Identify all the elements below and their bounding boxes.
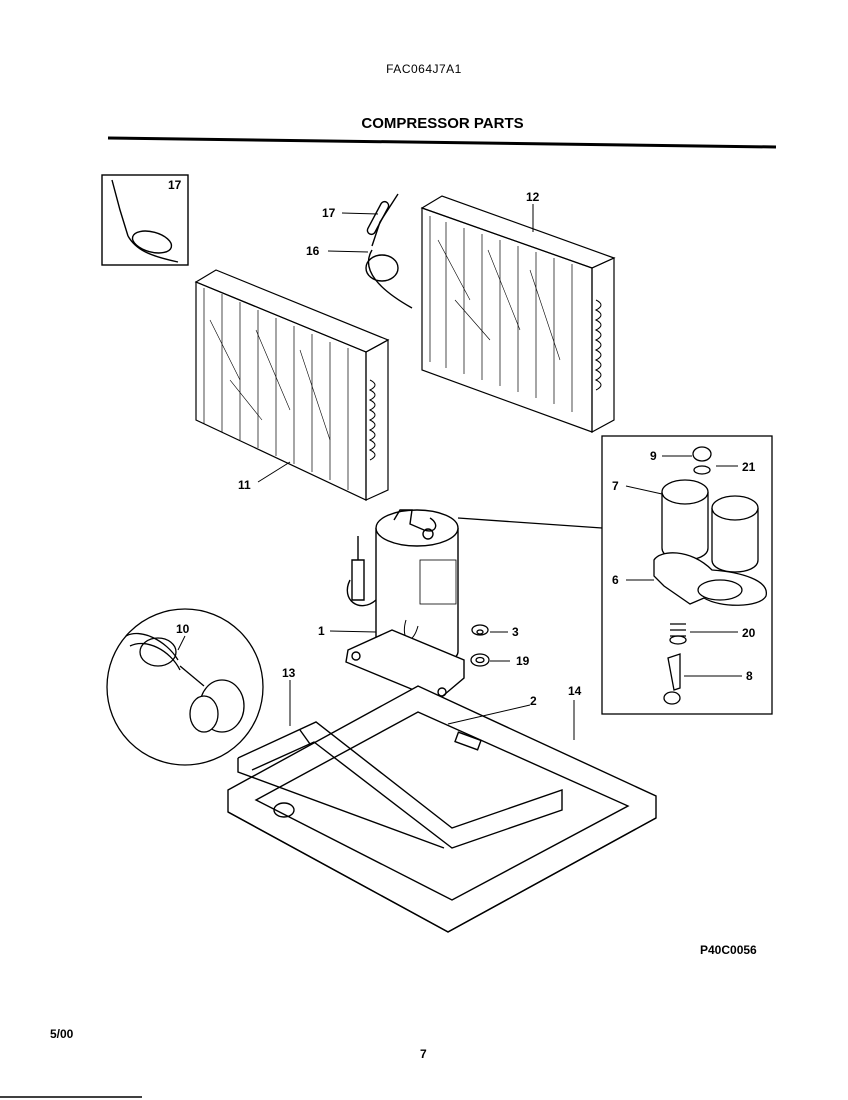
callout-7: 7 [612,479,619,493]
capillary-tube [365,193,413,309]
revision-date: 5/00 [50,1027,74,1041]
callout-12: 12 [526,190,540,204]
callout-21: 21 [742,460,756,474]
callout-1: 1 [318,624,325,638]
callout-3: 3 [512,625,519,639]
page-number: 7 [420,1047,427,1061]
callout-10: 10 [176,622,190,636]
condenser-coil [194,269,390,501]
evaporator-coil [420,195,616,434]
base-pan [227,685,657,933]
callout-9: 9 [650,449,657,463]
callout-20: 20 [742,626,756,640]
header-rule [107,136,777,149]
leader-lines [177,204,742,740]
callout-19: 19 [516,654,530,668]
overload-inset [106,608,264,766]
callout-17: 17 [322,206,336,220]
callout-6: 6 [612,573,619,587]
capillary-tube-inset [101,174,189,266]
callout-2: 2 [530,694,537,708]
model-number: FAC064J7A1 [386,62,462,76]
callout-8: 8 [746,669,753,683]
support-bracket [237,721,563,849]
callout-13: 13 [282,666,296,680]
callout-17-inset: 17 [168,178,182,192]
callout-14: 14 [568,684,582,698]
callout-11: 11 [238,478,251,492]
section-title: COMPRESSOR PARTS [361,115,524,132]
callout-16: 16 [306,244,320,258]
compressor [345,509,465,701]
overload-detail-box [457,435,773,715]
figure-code: P40C0056 [700,943,757,957]
